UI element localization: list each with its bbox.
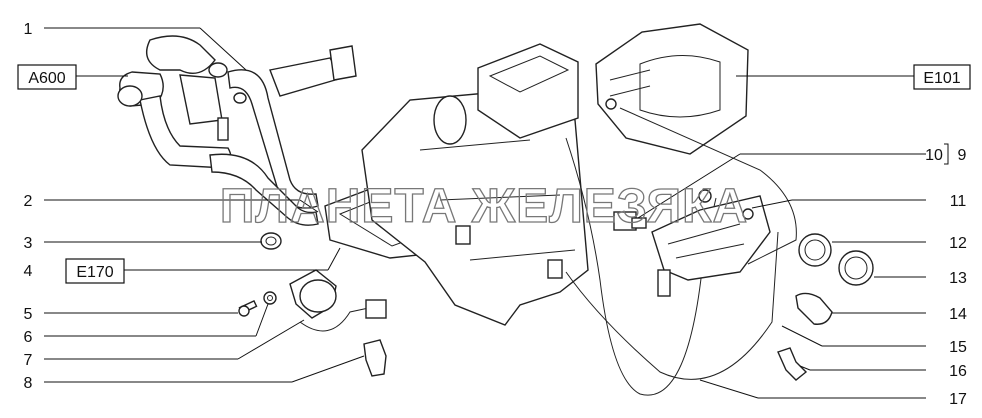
control-cable	[565, 231, 779, 380]
heater-pipe-assembly	[117, 35, 357, 169]
callout-8: 8	[24, 375, 33, 392]
parts-illustration	[117, 23, 874, 396]
cable-clip	[777, 347, 808, 381]
control-knob	[798, 233, 832, 267]
mounting-bracket	[363, 339, 387, 377]
reference-box-a600: A600	[17, 64, 77, 90]
blower-housing	[595, 23, 749, 155]
callouts-left: 1 2 3 4 5 6 7 8	[24, 21, 33, 392]
control-cable	[619, 107, 797, 265]
callout-10: 10	[925, 147, 943, 164]
callout-5: 5	[24, 306, 33, 323]
hose	[209, 153, 319, 226]
callout-13: 13	[949, 270, 967, 287]
callout-1: 1	[24, 21, 33, 38]
motor-resistor	[289, 269, 387, 332]
callouts-right: 10 9 11 12 13 14 15 16 17	[925, 147, 967, 408]
callout-16: 16	[949, 363, 967, 380]
reference-e170-label: E170	[76, 264, 113, 281]
control-cable	[565, 137, 717, 396]
callout-9: 9	[958, 147, 967, 164]
callout-12: 12	[949, 235, 967, 252]
lever-knob	[795, 292, 833, 325]
switch-connector	[613, 211, 647, 231]
callout-2: 2	[24, 193, 33, 210]
reference-box-e101: E101	[913, 64, 971, 90]
washer	[263, 291, 277, 305]
watermark-text: ПЛАНЕТА ЖЕЛЕЗЯКА	[220, 180, 748, 233]
heater-control-unit	[651, 189, 771, 297]
reference-a600-label: A600	[28, 70, 65, 87]
hose	[227, 69, 319, 209]
control-knob	[838, 250, 874, 286]
callout-15: 15	[949, 339, 967, 356]
callout-11: 11	[950, 193, 967, 210]
reference-box-e170: E170	[65, 258, 125, 284]
callout-6: 6	[24, 329, 33, 346]
callout-4: 4	[24, 263, 33, 280]
callout-17: 17	[949, 391, 967, 408]
reference-e101-label: E101	[923, 70, 960, 87]
leader-lines	[44, 27, 949, 399]
callout-14: 14	[949, 306, 967, 323]
screw	[238, 299, 258, 317]
heater-housing	[361, 43, 589, 326]
callout-3: 3	[24, 235, 33, 252]
hose-clamp	[260, 232, 282, 250]
callout-7: 7	[24, 352, 33, 369]
